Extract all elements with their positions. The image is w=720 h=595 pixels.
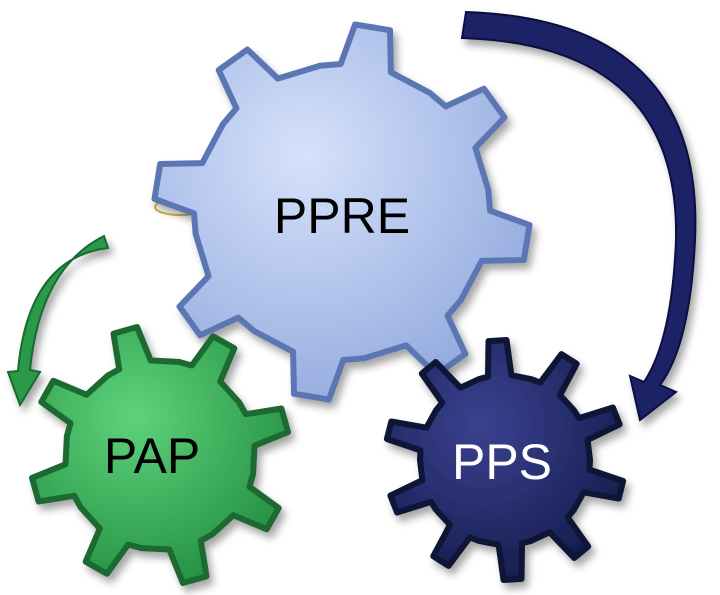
navy-arrow-body [460,10,697,422]
gear-pps: PPS [383,337,627,583]
gear-pap-shape [29,324,291,586]
gear-pap: PAP [29,324,291,586]
gear-ppre-label: PPRE [274,188,410,244]
navy-arrow [460,10,697,422]
gear-pap-label: PAP [104,428,200,484]
gear-ppre-shape [151,21,533,403]
gear-ppre: PPRE [151,21,533,403]
green-arrow-body [6,234,110,408]
gear-pps-label: PPS [452,434,552,490]
green-arrow [6,234,110,408]
gear-pps-shape [383,337,627,583]
